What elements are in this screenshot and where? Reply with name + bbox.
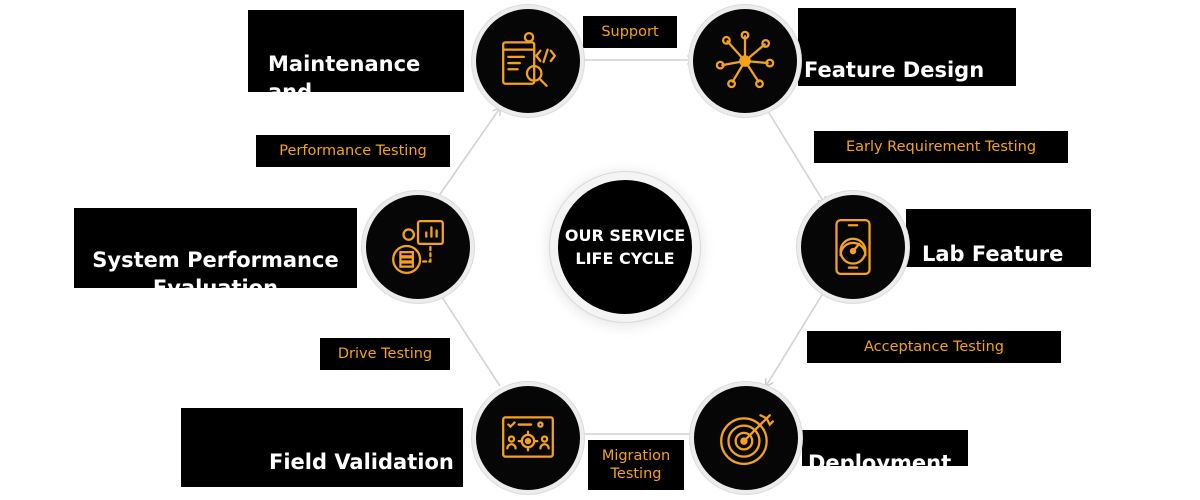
- stage-box-deployment: Deployment: [802, 430, 968, 474]
- connector-performance: [435, 108, 500, 201]
- transition-label-migration: Migration Testing: [588, 440, 684, 490]
- stage-box-field-validation: Field Validation: [181, 408, 463, 487]
- transition-text-performance: Performance Testing: [279, 143, 427, 159]
- stage-node-feature-design: [693, 9, 797, 113]
- hub-title: OUR SERVICE LIFE CYCLE: [564, 226, 686, 268]
- dashboard-gear-icon: [502, 416, 554, 458]
- stage-box-maintenance: Maintenance and Optimization: [248, 10, 464, 132]
- server-chart-icon: [392, 220, 444, 274]
- stage-label-system-performance: System Performance Evaluation: [92, 248, 339, 300]
- transition-label-early-requirement: Early Requirement Testing: [814, 131, 1068, 163]
- transition-text-acceptance: Acceptance Testing: [864, 339, 1004, 355]
- stage-node-field-validation: [476, 386, 580, 490]
- transition-text-support: Support: [601, 24, 659, 40]
- transition-label-drive: Drive Testing: [320, 338, 450, 370]
- stage-label-deployment: Deployment: [808, 451, 952, 475]
- stage-node-maintenance: [476, 9, 580, 113]
- stage-label-feature-design: Feature Design and Development: [804, 58, 1013, 110]
- central-hub: OUR SERVICE LIFE CYCLE: [558, 180, 692, 314]
- stage-label-lab-verification: Lab Feature Verification: [922, 242, 1064, 294]
- stage-label-maintenance: Maintenance and Optimization: [268, 52, 421, 132]
- stage-box-lab-verification: Lab Feature Verification: [906, 209, 1091, 294]
- transition-label-support: Support: [583, 16, 677, 48]
- stage-label-field-validation: Field Validation: [269, 450, 454, 474]
- stage-node-system-performance: [366, 195, 470, 299]
- connector-drive: [435, 287, 501, 387]
- stage-node-deployment: [694, 386, 798, 490]
- connector-acceptance: [766, 289, 826, 386]
- code-browser-search-icon: [502, 31, 557, 87]
- stage-box-feature-design: Feature Design and Development: [798, 8, 1016, 110]
- phone-speedometer-icon: [835, 218, 871, 276]
- transition-label-performance: Performance Testing: [256, 135, 450, 167]
- stage-node-lab-verification: [801, 195, 905, 299]
- connector-early-requirement: [765, 107, 825, 204]
- transition-label-acceptance: Acceptance Testing: [807, 331, 1061, 363]
- transition-text-migration: Migration Testing: [601, 448, 671, 482]
- transition-text-early-requirement: Early Requirement Testing: [845, 139, 1037, 155]
- stage-box-system-performance: System Performance Evaluation: [74, 208, 357, 300]
- target-arrow-icon: [720, 414, 775, 465]
- transition-text-drive: Drive Testing: [337, 346, 433, 362]
- network-hub-icon: [715, 30, 775, 89]
